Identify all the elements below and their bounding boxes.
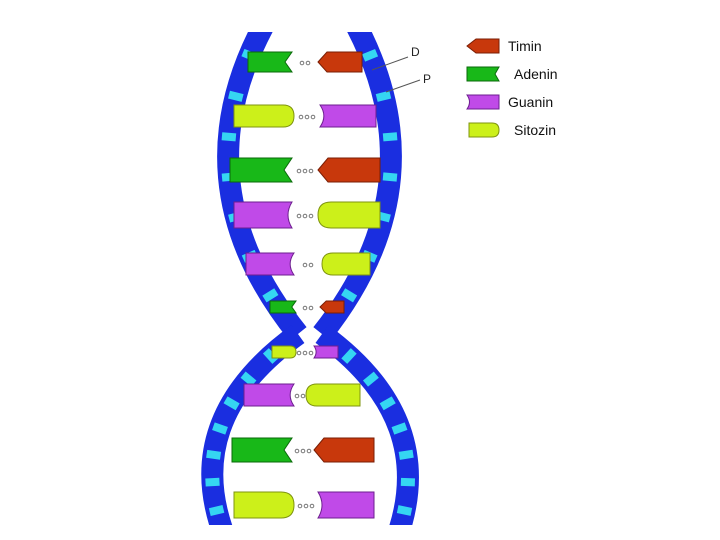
hydrogen-bond-dot xyxy=(308,350,314,356)
adenin-base-left xyxy=(247,51,293,73)
base-pair-7 xyxy=(271,345,339,359)
legend-item-sitozin: Sitozin xyxy=(466,120,606,140)
sitozin-base-left xyxy=(271,345,297,359)
legend-label-guanin: Guanin xyxy=(508,94,554,110)
legend-label-adenin: Adenin xyxy=(514,66,558,82)
hydrogen-bond-dot xyxy=(297,503,303,509)
hydrogen-bond-dot xyxy=(300,448,306,454)
base-pair-10 xyxy=(233,491,375,519)
phosphate-mark xyxy=(240,371,257,387)
timin-base-right xyxy=(313,437,375,463)
hydrogen-bond-dot xyxy=(296,350,302,356)
hydrogen-bond-dot xyxy=(309,503,315,509)
sitozin-base-right xyxy=(321,252,371,276)
phosphate-mark xyxy=(341,348,357,364)
legend-label-timin: Timin xyxy=(508,38,542,54)
sitozin-base-right xyxy=(317,201,381,229)
base-pair-6 xyxy=(269,300,345,314)
base-pair-9 xyxy=(231,437,375,463)
phosphate-mark xyxy=(206,449,222,460)
guanin-base-right xyxy=(317,491,375,519)
phosphate-mark xyxy=(205,477,220,487)
phosphate-mark xyxy=(379,396,396,411)
hydrogen-bond-dot xyxy=(308,168,314,174)
hydrogen-bond-dot xyxy=(299,60,305,66)
legend-label-sitozin: Sitozin xyxy=(514,122,557,138)
hydrogen-bond-dot xyxy=(294,448,300,454)
sitozin-base-left xyxy=(233,104,295,128)
phosphate-mark xyxy=(212,422,228,435)
sitozin-base-right xyxy=(305,383,361,407)
hydrogen-bond-dot xyxy=(296,213,302,219)
guanin-base-left xyxy=(243,383,295,407)
hydrogen-bond-dot xyxy=(302,350,308,356)
guanin-base-left xyxy=(245,252,295,276)
timin-icon xyxy=(466,38,500,54)
timin-base-right xyxy=(319,300,345,314)
phosphate-mark xyxy=(396,505,413,516)
hydrogen-bond-dot xyxy=(302,305,308,311)
base-pair-8 xyxy=(243,383,361,407)
base-pair-4 xyxy=(233,201,381,229)
hydrogen-bond-dot xyxy=(296,168,302,174)
legend-item-adenin: Adenin xyxy=(466,64,606,84)
base-pair-1 xyxy=(247,51,363,73)
hydrogen-bond-dot xyxy=(298,114,304,120)
hydrogen-bond-dot xyxy=(308,213,314,219)
hydrogen-bond-dot xyxy=(302,168,308,174)
phosphate-mark xyxy=(262,288,279,303)
phosphate-mark xyxy=(362,48,379,62)
phosphate-mark xyxy=(228,90,244,102)
hydrogen-bond-dot xyxy=(306,448,312,454)
pointer-lines xyxy=(371,56,421,93)
phosphate-mark xyxy=(398,449,414,460)
base-pair-5 xyxy=(245,252,371,276)
phosphate-mark xyxy=(362,371,379,387)
guanin-base-left xyxy=(233,201,293,229)
adenin-icon xyxy=(466,66,500,82)
base-pairs xyxy=(229,51,381,519)
hydrogen-bond-dot xyxy=(294,393,300,399)
hydrogen-bond-dot xyxy=(308,305,314,311)
hydrogen-bond-dot xyxy=(305,60,311,66)
adenin-base-left xyxy=(231,437,293,463)
phosphate-label: P xyxy=(423,72,432,86)
phosphate-pointer-line xyxy=(385,79,421,93)
deoxyribose-pointer-line xyxy=(371,56,409,71)
phosphate-mark xyxy=(375,90,392,102)
hydrogen-bond-dot xyxy=(304,114,310,120)
legend-item-guanin: Guanin xyxy=(466,92,606,112)
hydrogen-bond-dot xyxy=(303,503,309,509)
base-pair-2 xyxy=(233,104,377,128)
phosphate-mark xyxy=(382,172,398,182)
timin-base-right xyxy=(317,51,363,73)
guanin-base-right xyxy=(313,345,339,359)
hydrogen-bond-dot xyxy=(302,213,308,219)
phosphate-mark xyxy=(262,348,279,364)
deoxyribose-label: D xyxy=(411,45,420,59)
timin-base-right xyxy=(317,157,381,183)
hydrogen-bond-dot xyxy=(302,262,308,268)
phosphate-mark xyxy=(221,132,237,142)
guanin-icon xyxy=(466,94,500,110)
phosphate-mark xyxy=(223,396,240,411)
sitozin-base-left xyxy=(233,491,295,519)
adenin-base-left xyxy=(269,300,297,314)
guanin-base-right xyxy=(319,104,377,128)
phosphate-mark xyxy=(341,288,358,303)
adenin-base-left xyxy=(229,157,293,183)
phosphate-mark xyxy=(208,505,225,516)
sitozin-icon xyxy=(468,122,500,138)
hydrogen-bond-dot xyxy=(310,114,316,120)
hydrogen-bond-dot xyxy=(308,262,314,268)
phosphate-mark xyxy=(400,477,416,487)
legend-item-timin: Timin xyxy=(466,36,606,56)
phosphate-mark xyxy=(382,132,398,142)
hydrogen-bond-dot xyxy=(300,393,306,399)
base-pair-3 xyxy=(229,157,381,183)
phosphate-mark xyxy=(391,422,408,435)
